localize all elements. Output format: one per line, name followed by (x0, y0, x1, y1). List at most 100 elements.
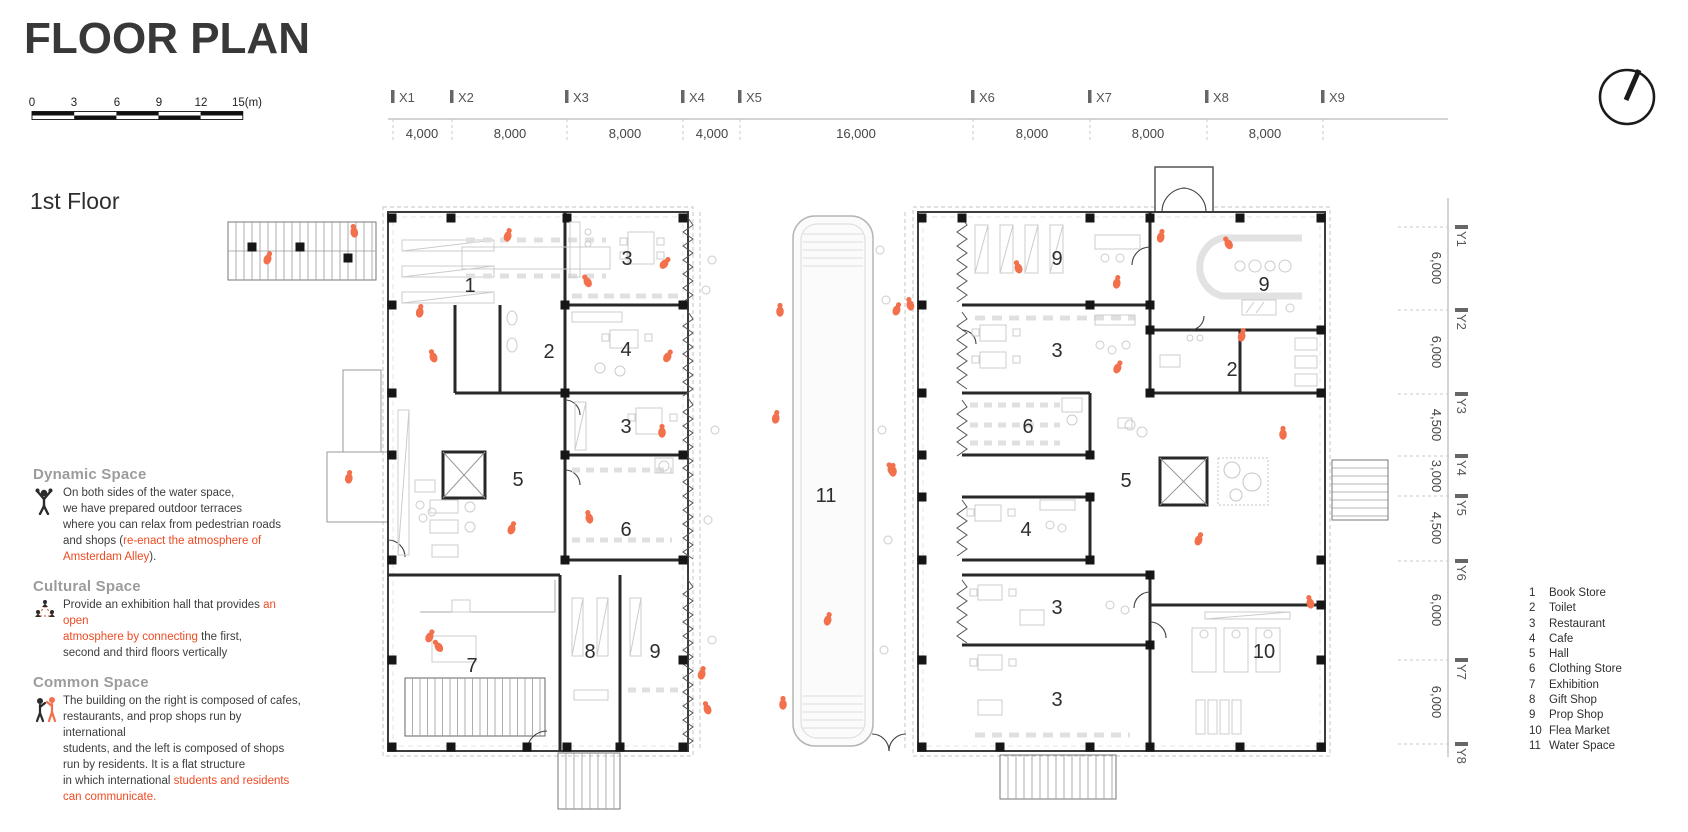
svg-text:X1: X1 (399, 90, 415, 105)
left-building (387, 211, 689, 752)
water-space (792, 215, 874, 747)
section-cultural-space: Cultural Space Provide an exhibit (33, 578, 309, 661)
svg-text:X4: X4 (689, 90, 705, 105)
x-grid-ticks (391, 90, 1325, 103)
page-title: FLOOR PLAN (24, 14, 310, 63)
y-grid-dimensions: 6,000 6,000 4,500 3,000 4,500 6,000 6,00… (1429, 252, 1444, 719)
people-figures (263, 223, 1315, 715)
floor-label: 1st Floor (30, 188, 120, 214)
svg-text:8,000: 8,000 (1249, 126, 1282, 141)
svg-text:8,000: 8,000 (1016, 126, 1049, 141)
room-label: 1 (464, 275, 475, 297)
room-label: 5 (512, 469, 523, 491)
room-label: 6 (1022, 416, 1033, 438)
furniture (397, 221, 1318, 738)
elevator-left (441, 450, 487, 500)
y-grid-dim-dividers (1398, 226, 1448, 745)
group-network-icon (33, 597, 63, 661)
room-label: 8 (584, 641, 595, 663)
external-stair-top-left (227, 221, 377, 281)
room-number-labels: 1 3 2 4 3 5 6 7 8 9 11 9 3 6 5 4 3 3 9 2… (464, 248, 1275, 711)
right-building-walls (962, 212, 1325, 751)
section-heading: Cultural Space (33, 578, 141, 595)
svg-text:4,500: 4,500 (1429, 409, 1444, 442)
svg-text:X7: X7 (1096, 90, 1112, 105)
elevator-right (1158, 456, 1209, 507)
svg-text:Y3: Y3 (1454, 398, 1469, 414)
room-label: 5 (1120, 470, 1131, 492)
y-grid-header: Y1 Y2 Y3 Y4 Y5 Y6 Y7 Y8 6,000 6,000 4,50… (1398, 198, 1469, 764)
svg-text:X2: X2 (458, 90, 474, 105)
room-label: 3 (620, 416, 631, 438)
north-arrow-icon (1598, 68, 1656, 126)
svg-text:X8: X8 (1213, 90, 1229, 105)
x-grid-dim-dividers (392, 119, 1324, 143)
room-label: 9 (649, 641, 660, 663)
x-grid-dimensions: 4,000 8,000 8,000 4,000 16,000 8,000 8,0… (406, 126, 1282, 141)
y-grid-labels: Y1 Y2 Y3 Y4 Y5 Y6 Y7 Y8 (1454, 225, 1469, 764)
room-label: 7 (466, 655, 477, 677)
svg-text:6,000: 6,000 (1429, 252, 1444, 285)
room-label: 3 (1051, 340, 1062, 362)
structural-columns (387, 213, 1326, 752)
scale-tick: 3 (71, 97, 77, 109)
scale-tick: 12 (195, 97, 208, 109)
scale-tick: 15(m) (232, 97, 262, 109)
external-terrace-right (1331, 459, 1389, 521)
notes-column: Dynamic Space On both sides of the water… (33, 466, 309, 818)
scale-tick: 6 (114, 97, 120, 109)
svg-text:8,000: 8,000 (494, 126, 527, 141)
section-dynamic-space: Dynamic Space On both sides of the water… (33, 466, 309, 565)
section-heading: Common Space (33, 674, 149, 691)
room-label: 11 (816, 485, 837, 507)
room-label: 2 (1226, 359, 1237, 381)
section-common-space: Common Space (33, 674, 309, 805)
section-body: The building on the right is composed of… (63, 695, 301, 803)
x-grid-header: X1 X2 X3 X4 X5 X6 X7 X8 X9 4,000 8,000 (388, 90, 1448, 143)
right-building (917, 211, 1326, 752)
svg-text:Y4: Y4 (1454, 460, 1469, 476)
svg-text:Y8: Y8 (1454, 748, 1469, 764)
room-label: 10 (1253, 641, 1275, 663)
room-label: 4 (620, 339, 631, 361)
scale-bar: 0 3 6 9 12 15(m) (29, 97, 262, 120)
svg-text:Y1: Y1 (1454, 231, 1469, 247)
svg-text:6,000: 6,000 (1429, 594, 1444, 627)
svg-text:4,000: 4,000 (696, 126, 729, 141)
section-heading: Dynamic Space (33, 466, 147, 483)
external-stair-bottom-right (999, 754, 1117, 800)
svg-text:4,500: 4,500 (1429, 512, 1444, 545)
svg-text:Y2: Y2 (1454, 314, 1469, 330)
left-building-walls (388, 212, 688, 751)
svg-text:X3: X3 (573, 90, 589, 105)
planter-right-hall (1217, 457, 1269, 506)
room-label: 3 (1051, 597, 1062, 619)
svg-text:X9: X9 (1329, 90, 1345, 105)
cheering-person-icon (33, 485, 63, 565)
svg-text:6,000: 6,000 (1429, 686, 1444, 719)
site-boundaries (382, 206, 1331, 757)
scale-tick: 9 (156, 97, 162, 109)
scale-tick: 0 (29, 97, 35, 109)
svg-text:3,000: 3,000 (1429, 460, 1444, 493)
svg-text:X6: X6 (979, 90, 995, 105)
external-terrace-left (326, 369, 389, 523)
external-vestibule-top (1154, 166, 1214, 213)
svg-text:6,000: 6,000 (1429, 336, 1444, 369)
room-label: 9 (1258, 274, 1269, 296)
section-body: Provide an exhibition hall that provides… (63, 599, 276, 659)
doors (387, 246, 1205, 752)
room-label: 3 (1051, 689, 1062, 711)
